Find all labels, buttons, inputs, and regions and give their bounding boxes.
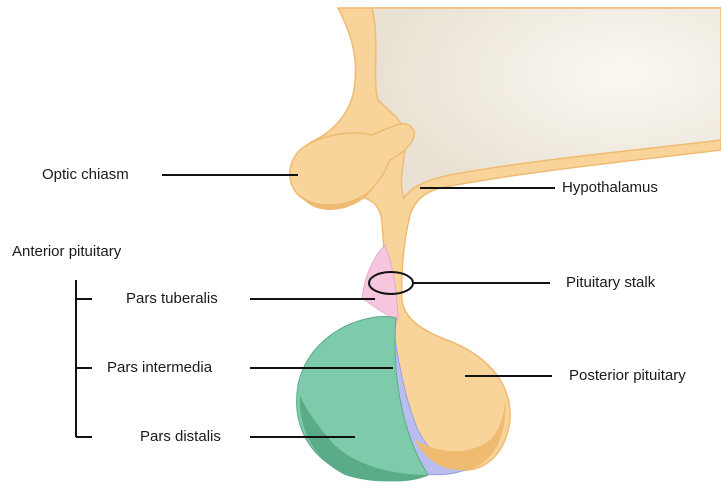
- label-pituitary-stalk: Pituitary stalk: [566, 274, 655, 292]
- label-pars-tuberalis: Pars tuberalis: [126, 290, 218, 308]
- label-anterior-pituitary: Anterior pituitary: [12, 243, 121, 261]
- label-pars-distalis: Pars distalis: [140, 428, 221, 446]
- label-pars-intermedia: Pars intermedia: [107, 359, 212, 377]
- label-hypothalamus: Hypothalamus: [562, 179, 658, 197]
- label-optic-chiasm: Optic chiasm: [42, 166, 129, 184]
- label-posterior-pituitary: Posterior pituitary: [569, 367, 686, 385]
- anterior-pituitary-bracket: [76, 280, 92, 437]
